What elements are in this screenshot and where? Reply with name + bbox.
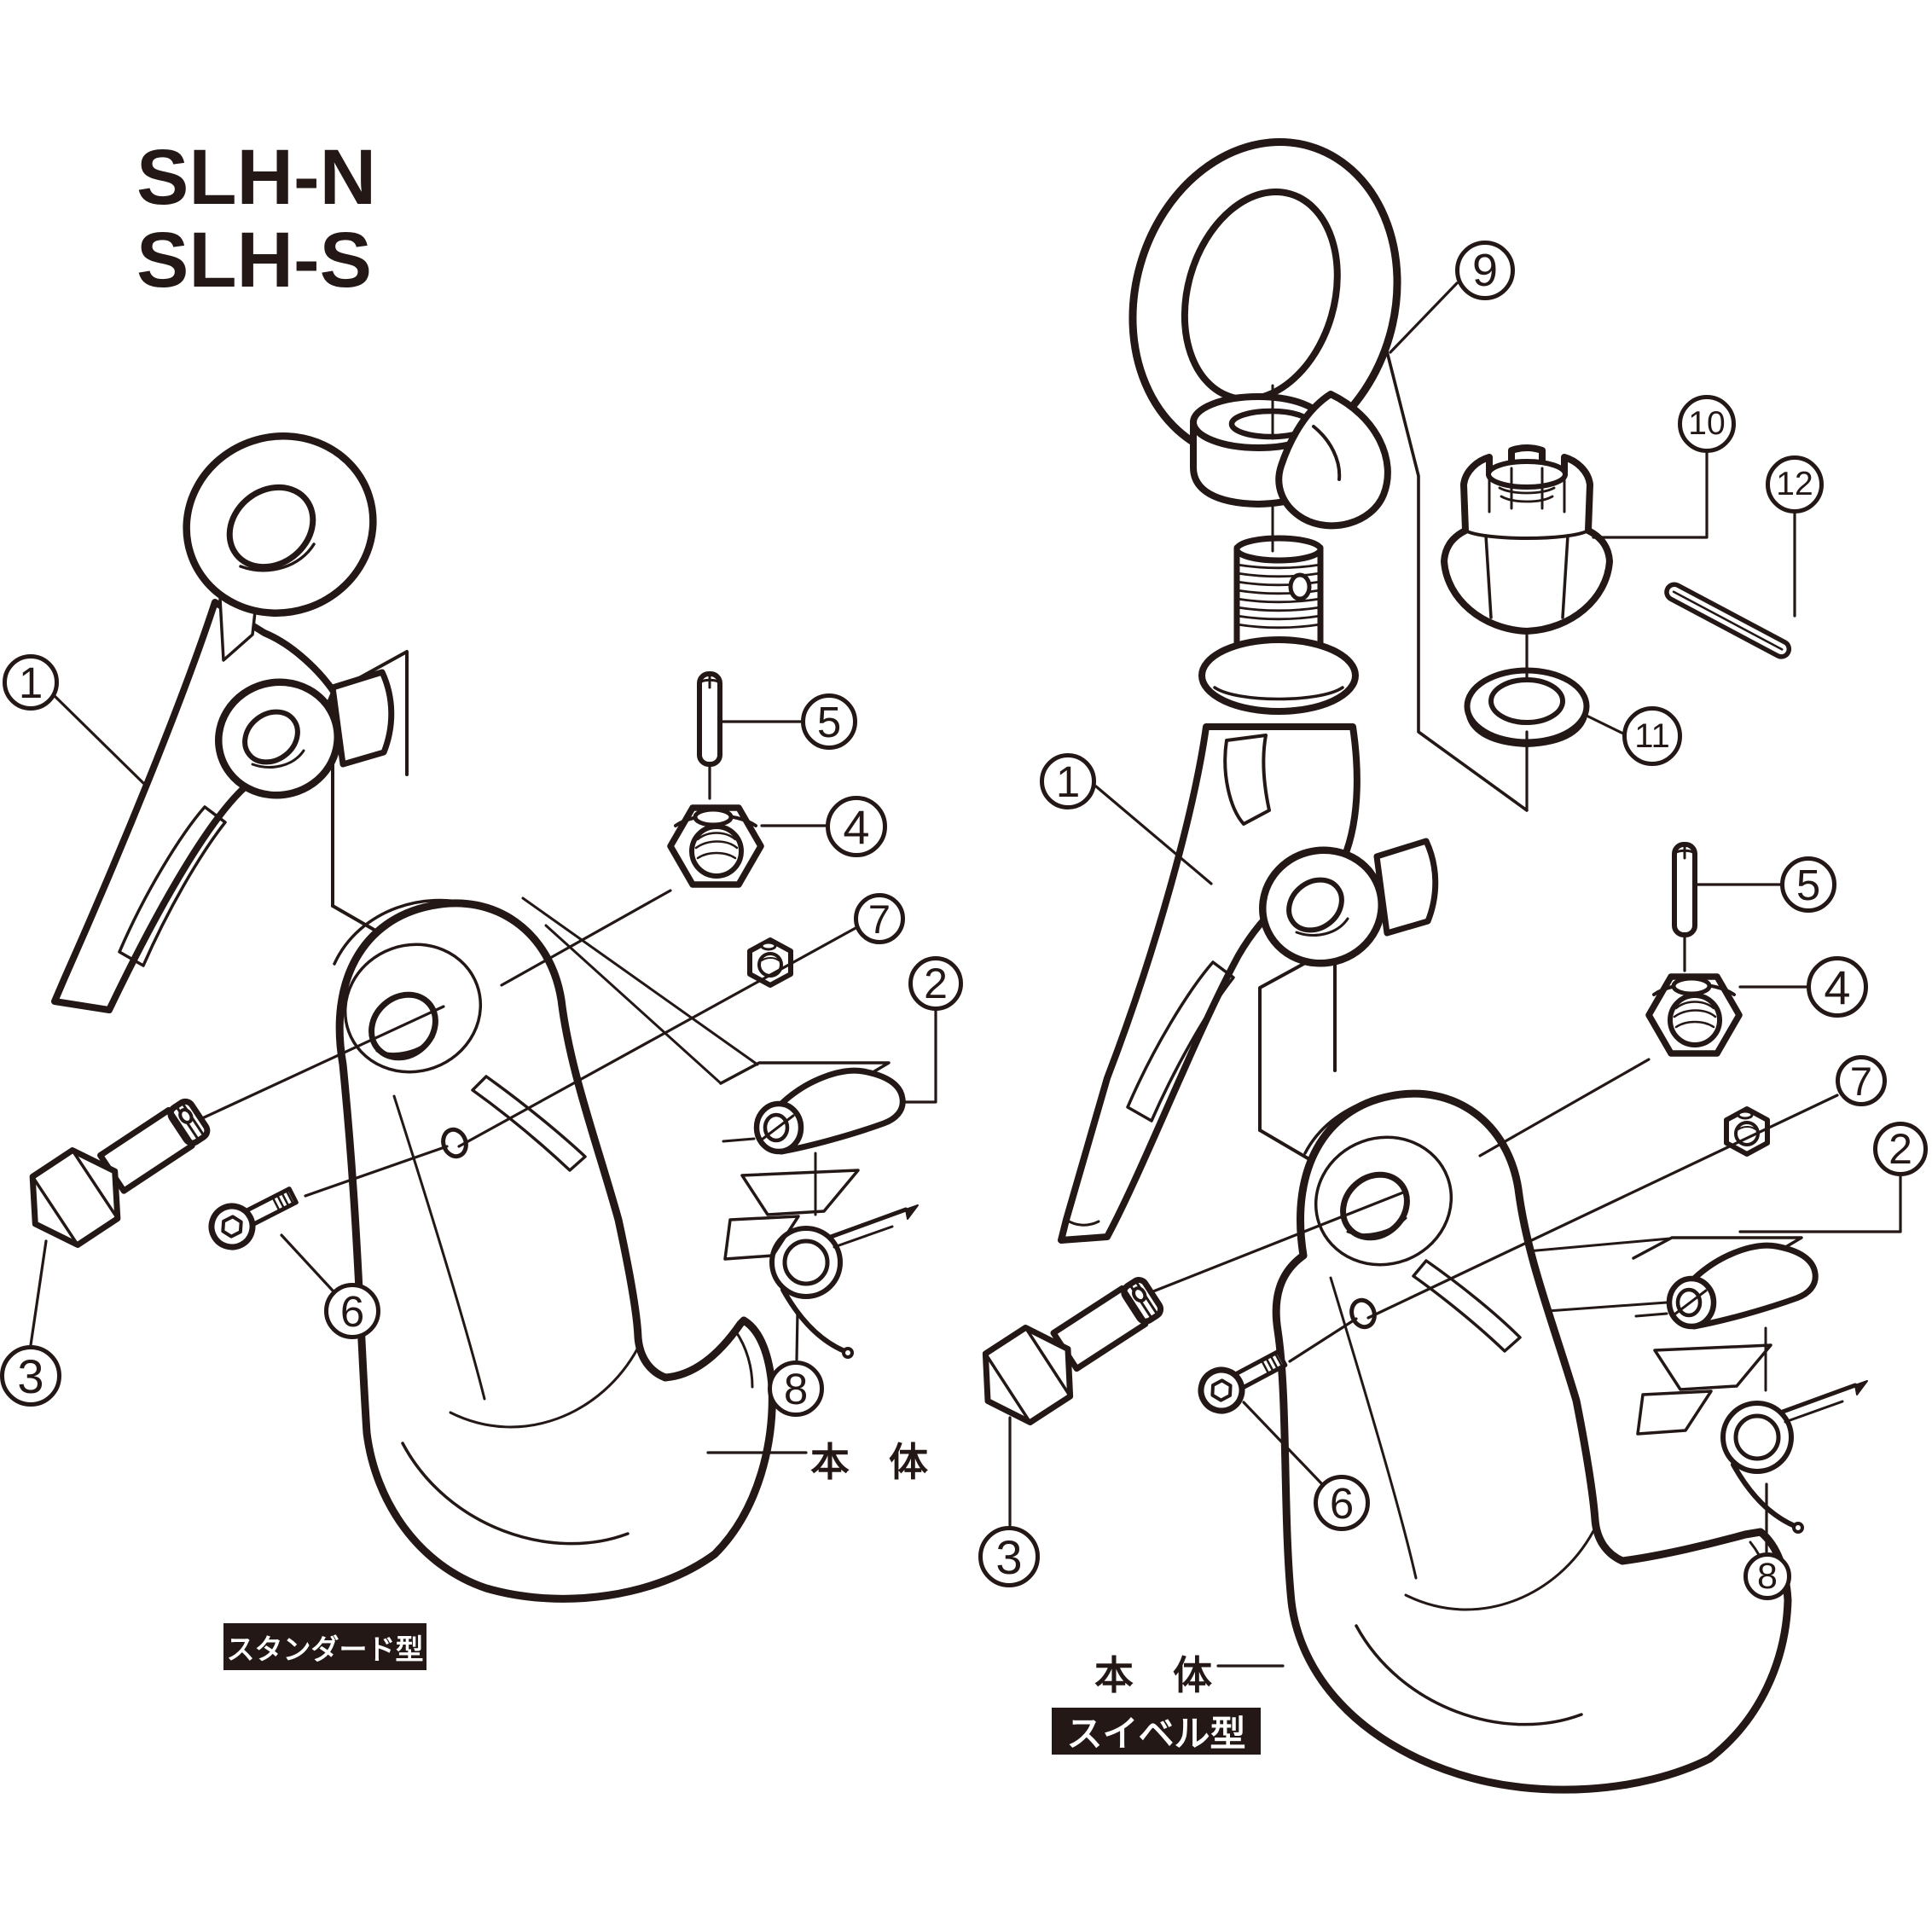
- latch-plate-lines-left: [521, 896, 759, 1085]
- callout-left-5: 5: [801, 693, 857, 750]
- part-hook-body-left: [333, 898, 776, 1603]
- callout-right-1: 1: [1040, 753, 1096, 809]
- callout-left-7: 7: [854, 893, 905, 944]
- model-name-1: SLH-N: [136, 134, 377, 221]
- body-label-left: 本 体: [810, 1440, 928, 1484]
- part-latch-kit-right: [1632, 1236, 1819, 1436]
- kit-panel-swivel: [1384, 346, 1529, 812]
- part-bolt-right: [982, 1277, 1164, 1426]
- callout-right-4: 4: [1807, 956, 1868, 1018]
- part-pin-left: [697, 671, 722, 767]
- leader-lines-left: [29, 691, 937, 1454]
- part-split-pin-right: [1664, 582, 1792, 659]
- callout-left-8: 8: [768, 1361, 824, 1417]
- callout-right-7: 7: [1836, 1055, 1887, 1106]
- callout-right-5: 5: [1780, 856, 1836, 913]
- part-nut-left: [667, 804, 764, 888]
- part-latch-spring-right: [1720, 1380, 1868, 1534]
- callout-left-2: 2: [908, 956, 963, 1011]
- leader-lines-right: [1008, 281, 1902, 1668]
- standard-assembly: [29, 432, 937, 1603]
- callout-right-10: 10: [1678, 395, 1736, 453]
- part-small-nut-left: [747, 937, 793, 988]
- callout-right-12: 12: [1766, 455, 1824, 513]
- part-screw-left: [208, 1186, 299, 1250]
- callout-left-1: 1: [3, 654, 59, 711]
- callout-left-6: 6: [324, 1283, 380, 1339]
- part-lever-arm-left: [51, 432, 395, 1013]
- part-hook-body-right: [1272, 1089, 1792, 1794]
- model-name-2: SLH-S: [136, 216, 372, 304]
- part-latch-spring-left: [769, 1204, 919, 1359]
- callout-right-3: 3: [978, 1526, 1040, 1587]
- callout-right-2: 2: [1873, 1122, 1928, 1176]
- part-castle-nut-right: [1441, 444, 1613, 635]
- callout-left-4: 4: [826, 796, 887, 857]
- kit-panel-right: [1258, 945, 1337, 1163]
- part-screw-right: [1198, 1349, 1288, 1414]
- callout-right-6: 6: [1314, 1475, 1370, 1531]
- page-title: SLH-N SLH-S: [136, 136, 376, 301]
- part-bolt-left: [29, 1098, 211, 1248]
- part-nut-right: [1645, 973, 1743, 1057]
- body-label-right: 本 体: [1094, 1653, 1212, 1697]
- callout-right-8: 8: [1743, 1552, 1791, 1600]
- callout-right-11: 11: [1622, 706, 1682, 766]
- type-tag-standard: スタンダード型: [223, 1623, 426, 1670]
- swivel-assembly: [982, 137, 1902, 1794]
- part-pin-right: [1672, 842, 1697, 937]
- type-tag-swivel: スイベル型: [1052, 1708, 1261, 1755]
- callout-left-3: 3: [0, 1345, 61, 1407]
- callout-right-9: 9: [1455, 241, 1515, 300]
- part-lever-arm-right: [1058, 636, 1439, 1244]
- part-swivel-eye-right: [1128, 137, 1401, 530]
